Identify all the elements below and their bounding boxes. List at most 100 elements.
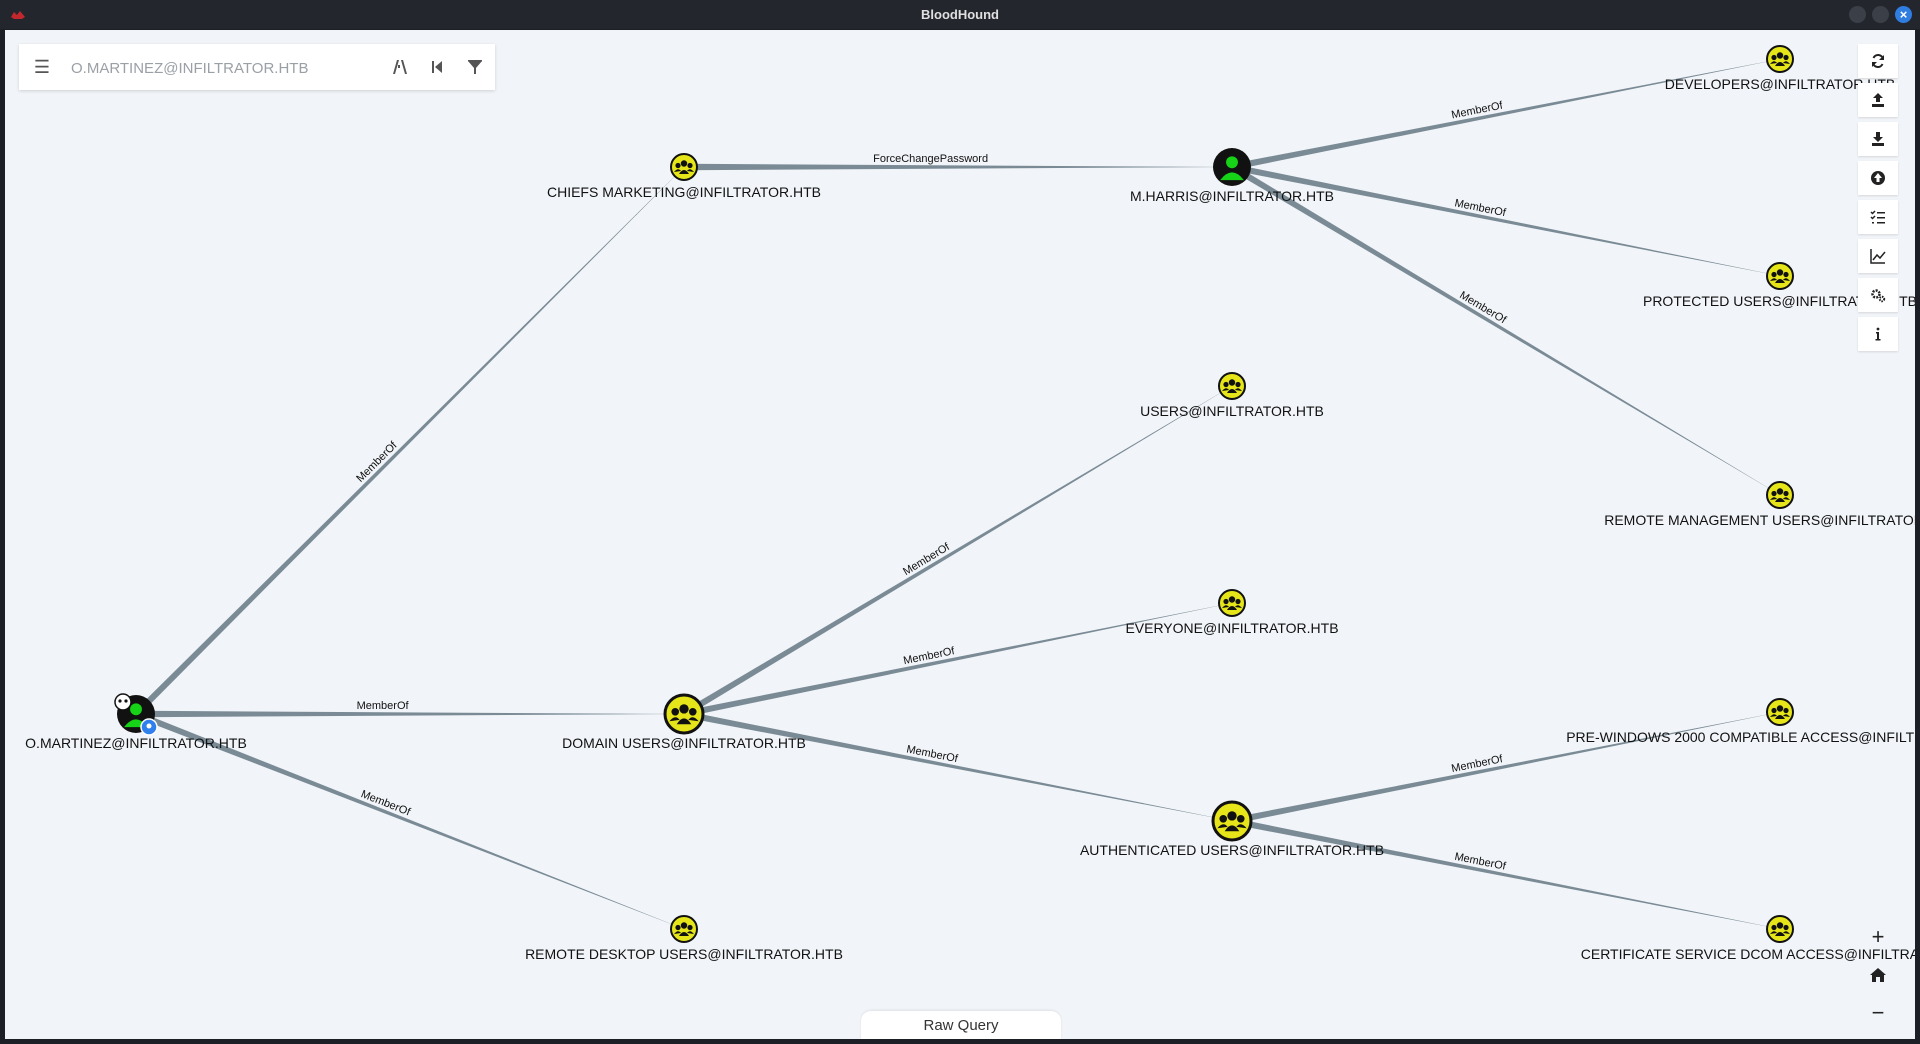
owned-skull-icon [114, 693, 132, 711]
close-icon: × [1899, 7, 1908, 22]
graph-edge[interactable]: ForceChangePassword [684, 153, 1232, 171]
group-node-icon [1766, 698, 1794, 726]
starting-node-pin-icon [140, 718, 158, 736]
node-label: PRE-WINDOWS 2000 COMPATIBLE ACCESS@INFIL… [1566, 729, 1915, 745]
queue-status-button[interactable] [1858, 200, 1898, 234]
node-chiefs[interactable]: CHIEFS MARKETING@INFILTRATOR.HTB [547, 153, 821, 200]
info-icon [1875, 327, 1881, 341]
window-bottom-edge [0, 1039, 1920, 1044]
import-button[interactable] [1858, 122, 1898, 156]
edge-line [136, 710, 684, 718]
group-node-icon [670, 153, 698, 181]
edge-label: ForceChangePassword [873, 153, 988, 165]
node-remotedesktop[interactable]: REMOTE DESKTOP USERS@INFILTRATOR.HTB [525, 915, 843, 962]
menu-button[interactable]: ☰ [31, 56, 53, 78]
edge-line [682, 386, 1232, 717]
node-label: CHIEFS MARKETING@INFILTRATOR.HTB [547, 184, 821, 200]
node-domainusers[interactable]: DOMAIN USERS@INFILTRATOR.HTB [562, 693, 806, 751]
zoom-in-button[interactable]: + [1858, 920, 1898, 954]
settings-button[interactable] [1858, 278, 1898, 312]
minus-icon: − [1871, 1000, 1885, 1025]
node-label: REMOTE MANAGEMENT USERS@INFILTRATOR.HTB [1604, 512, 1915, 528]
group-node-icon [670, 915, 698, 943]
graph-edge[interactable]: MemberOf [133, 167, 684, 717]
node-protected[interactable]: PROTECTED USERS@INFILTRATOR.HTB [1643, 262, 1915, 309]
edge-label: MemberOf [354, 439, 400, 485]
close-button[interactable]: × [1895, 6, 1912, 23]
hamburger-icon: ☰ [33, 57, 51, 77]
upload-circle-icon [1871, 171, 1885, 185]
settings-icon [1871, 289, 1886, 303]
window-titlebar: BloodHound × [0, 0, 1920, 29]
edge-line [1231, 817, 1780, 929]
right-toolbar [1858, 44, 1898, 356]
about-button[interactable] [1858, 317, 1898, 351]
edge-line [684, 163, 1232, 171]
graph-edge[interactable]: MemberOf [683, 710, 1232, 821]
node-mharris[interactable]: M.HARRIS@INFILTRATOR.HTB [1130, 148, 1334, 204]
group-node-icon [1766, 45, 1794, 73]
edge-line [134, 711, 685, 929]
group-node-icon [663, 693, 705, 735]
node-label: DOMAIN USERS@INFILTRATOR.HTB [562, 735, 806, 751]
node-authusers[interactable]: AUTHENTICATED USERS@INFILTRATOR.HTB [1080, 800, 1384, 858]
edge-line [683, 603, 1232, 718]
reset-view-button[interactable] [1858, 958, 1898, 992]
node-label: M.HARRIS@INFILTRATOR.HTB [1130, 188, 1334, 204]
edge-line [1231, 712, 1780, 825]
node-label: DEVELOPERS@INFILTRATOR.HTB [1665, 76, 1895, 92]
node-label: CERTIFICATE SERVICE DCOM ACCESS@INFILTRA… [1581, 946, 1915, 962]
node-prewin2000[interactable]: PRE-WINDOWS 2000 COMPATIBLE ACCESS@INFIL… [1566, 698, 1915, 745]
edge-line [1231, 59, 1780, 171]
node-label: AUTHENTICATED USERS@INFILTRATOR.HTB [1080, 842, 1384, 858]
graph-edge[interactable]: MemberOf [1231, 817, 1780, 929]
node-label: O.MARTINEZ@INFILTRATOR.HTB [25, 735, 247, 751]
node-label: PROTECTED USERS@INFILTRATOR.HTB [1643, 293, 1915, 309]
graph-svg[interactable]: MemberOfMemberOfMemberOfForceChangePassw… [5, 30, 1915, 1039]
search-input[interactable] [69, 53, 393, 83]
graph-edge[interactable]: MemberOf [1231, 163, 1780, 276]
zoom-controls: + − [1858, 920, 1898, 1034]
refresh-icon [1872, 53, 1884, 69]
node-remotemgmt[interactable]: REMOTE MANAGEMENT USERS@INFILTRATOR.HTB [1604, 481, 1915, 528]
graph-edge[interactable]: MemberOf [682, 386, 1232, 717]
chart-icon [1870, 249, 1886, 264]
edges-layer: MemberOfMemberOfMemberOfForceChangePassw… [133, 59, 1780, 929]
node-label: EVERYONE@INFILTRATOR.HTB [1125, 620, 1338, 636]
node-developers[interactable]: DEVELOPERS@INFILTRATOR.HTB [1665, 45, 1895, 92]
filter-icon[interactable] [465, 57, 485, 77]
group-node-icon [1218, 589, 1246, 617]
home-icon [1870, 968, 1886, 982]
database-info-button[interactable] [1858, 239, 1898, 273]
node-label: REMOTE DESKTOP USERS@INFILTRATOR.HTB [525, 946, 843, 962]
checklist-icon [1870, 210, 1885, 224]
node-label: USERS@INFILTRATOR.HTB [1140, 403, 1324, 419]
download-icon [1872, 132, 1884, 146]
maximize-button[interactable] [1872, 6, 1889, 23]
export-button[interactable] [1858, 83, 1898, 117]
group-node-icon [1766, 262, 1794, 290]
node-certdcom[interactable]: CERTIFICATE SERVICE DCOM ACCESS@INFILTRA… [1581, 915, 1915, 962]
nodes-layer: O.MARTINEZ@INFILTRATOR.HTB CHIEFS MARKETI… [25, 45, 1915, 962]
app-logo-icon [11, 11, 25, 19]
refresh-button[interactable] [1858, 44, 1898, 78]
node-users[interactable]: USERS@INFILTRATOR.HTB [1140, 372, 1324, 419]
minimize-button[interactable] [1849, 6, 1866, 23]
search-bar: ☰ [19, 44, 495, 90]
graph-edge[interactable]: MemberOf [136, 700, 684, 718]
plus-icon: + [1871, 924, 1885, 949]
group-node-icon [1766, 481, 1794, 509]
zoom-out-button[interactable]: − [1858, 996, 1898, 1030]
back-icon[interactable] [427, 57, 447, 77]
raw-query-toggle[interactable]: Raw Query [861, 1011, 1061, 1039]
edge-line [1231, 163, 1780, 276]
pathfinding-icon[interactable] [389, 57, 409, 77]
window-title: BloodHound [921, 7, 999, 22]
edge-line [1230, 164, 1780, 495]
upload-data-button[interactable] [1858, 161, 1898, 195]
edge-line [133, 167, 684, 717]
group-node-icon [1218, 372, 1246, 400]
node-omartinez[interactable]: O.MARTINEZ@INFILTRATOR.HTB [25, 693, 247, 751]
node-everyone[interactable]: EVERYONE@INFILTRATOR.HTB [1125, 589, 1339, 636]
